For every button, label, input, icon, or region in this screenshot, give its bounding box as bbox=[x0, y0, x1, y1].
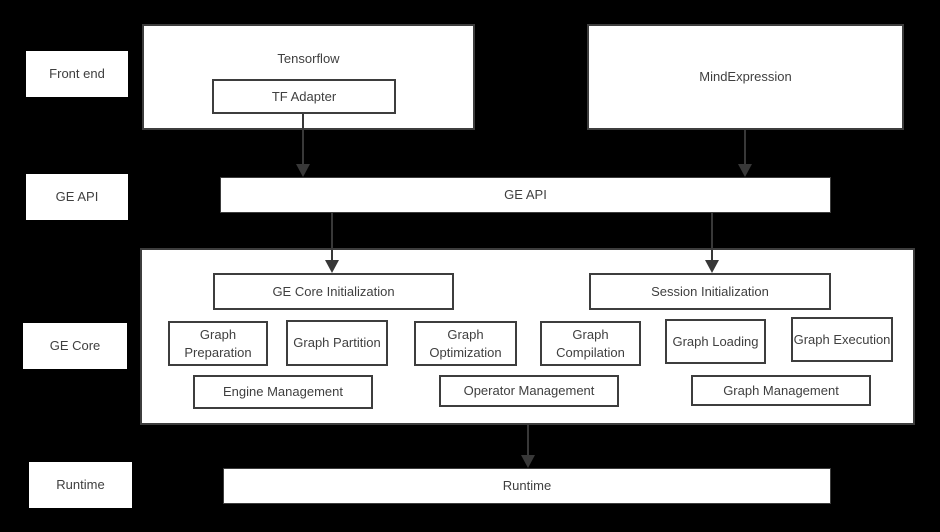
tf-adapter-box: TF Adapter bbox=[212, 79, 396, 114]
graph-management-box: Graph Management bbox=[691, 375, 871, 406]
runtime-bar: Runtime bbox=[223, 468, 831, 504]
arrow-mindexpression-to-ge-api bbox=[738, 130, 752, 177]
operator-management-box: Operator Management bbox=[439, 375, 619, 407]
arrow-head-icon bbox=[705, 260, 719, 273]
arrow-shaft bbox=[527, 425, 529, 455]
graph-preparation-box: Graph Preparation bbox=[168, 321, 268, 366]
graph-partition-box: Graph Partition bbox=[286, 320, 388, 366]
arrow-shaft bbox=[711, 213, 713, 260]
session-initialization-box: Session Initialization bbox=[589, 273, 831, 310]
arrow-ge-core-to-runtime bbox=[521, 425, 535, 468]
row-label-ge-core: GE Core bbox=[23, 323, 127, 369]
arrow-head-icon bbox=[521, 455, 535, 468]
mindexpression-box: MindExpression bbox=[587, 24, 904, 130]
arrow-shaft bbox=[744, 130, 746, 164]
row-label-ge-api: GE API bbox=[26, 174, 128, 220]
tensorflow-label: Tensorflow bbox=[277, 51, 340, 66]
arrow-ge-api-to-ge-core-initialization bbox=[325, 213, 339, 273]
arrow-head-icon bbox=[296, 164, 310, 177]
engine-management-box: Engine Management bbox=[193, 375, 373, 409]
row-label-runtime: Runtime bbox=[29, 462, 132, 508]
arrow-shaft bbox=[302, 114, 304, 164]
arrow-ge-api-to-session-initialization bbox=[705, 213, 719, 273]
graph-compilation-box: Graph Compilation bbox=[540, 321, 641, 366]
graph-execution-box: Graph Execution bbox=[791, 317, 893, 362]
ge-core-initialization-box: GE Core Initialization bbox=[213, 273, 454, 310]
row-label-front-end: Front end bbox=[26, 51, 128, 97]
arrow-head-icon bbox=[325, 260, 339, 273]
graph-optimization-box: Graph Optimization bbox=[414, 321, 517, 366]
arrow-head-icon bbox=[738, 164, 752, 177]
arrow-shaft bbox=[331, 213, 333, 260]
arrow-tf-adapter-to-ge-api bbox=[296, 114, 310, 177]
graph-loading-box: Graph Loading bbox=[665, 319, 766, 364]
ge-api-bar: GE API bbox=[220, 177, 831, 213]
